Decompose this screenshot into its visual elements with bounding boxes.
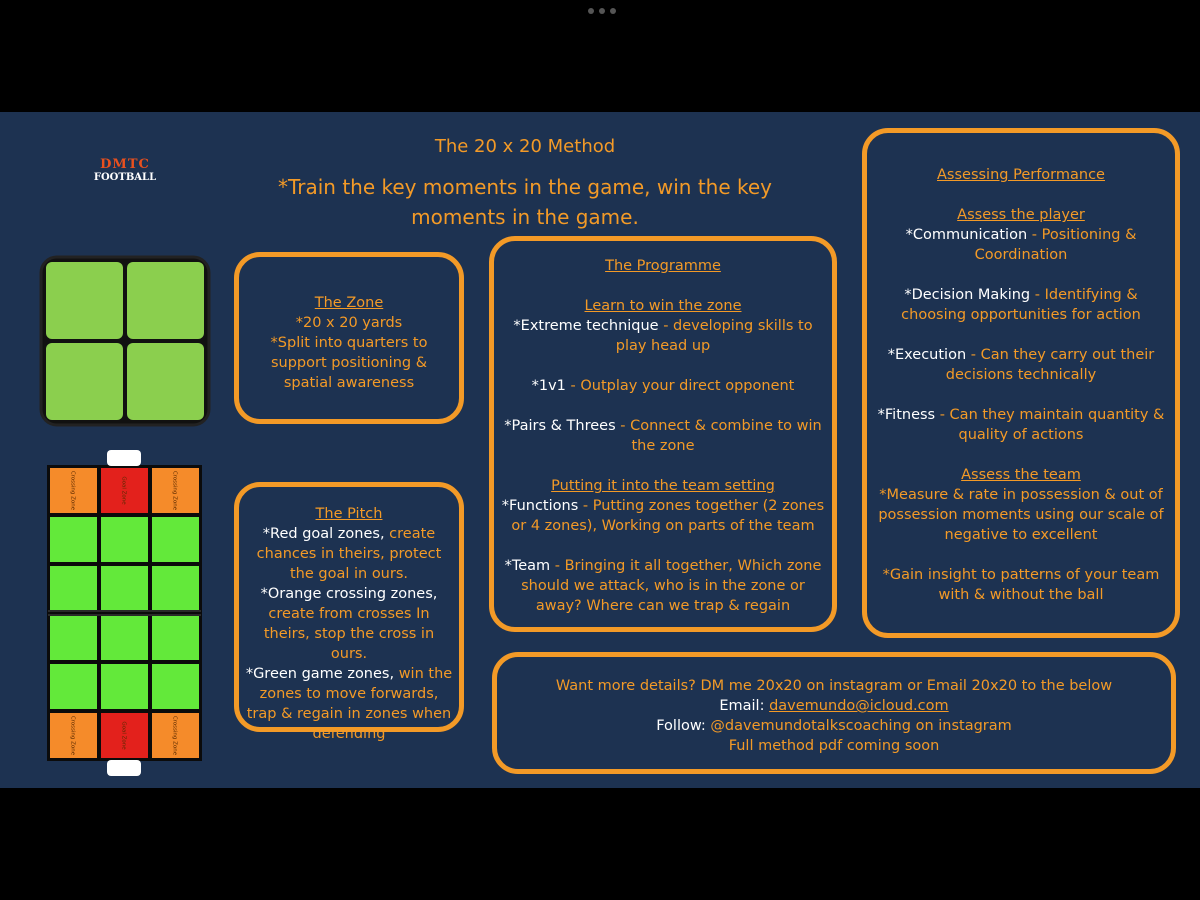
pdf-coming-soon: Full method pdf coming soon — [728, 738, 940, 754]
zone-panel: The Zone *20 x 20 yards *Split into quar… — [234, 252, 464, 424]
communication-desc: - Positioning & Coordination — [974, 227, 1137, 263]
execution-label: *Execution — [887, 347, 967, 363]
zone-heading: The Zone — [314, 295, 384, 311]
red-zone-label: *Red goal zones, — [262, 526, 385, 542]
contact-follow-line: Follow: @davemundotalkscoaching on insta… — [503, 716, 1165, 736]
technique-label: *Extreme technique — [513, 318, 659, 334]
green-zone-desc: win the zones to move forwards, trap & r… — [246, 666, 453, 742]
contact-email-line: Email: davemundo@icloud.com — [503, 696, 1165, 716]
follow-label: Follow: — [656, 718, 706, 734]
crossing-zone-cell — [50, 713, 97, 758]
game-zone-cell — [50, 517, 97, 562]
assess-team-subheading: Assess the team — [961, 467, 1081, 483]
crossing-zone-cell — [152, 713, 199, 758]
bottom-goal — [107, 760, 141, 776]
assess-item-execution: *Execution - Can they carry out their de… — [873, 345, 1169, 385]
assessing-panel: Assessing Performance Assess the player … — [862, 128, 1180, 638]
communication-label: *Communication — [905, 227, 1028, 243]
pitch-heading: The Pitch — [315, 506, 383, 522]
learn-zone-subheading: Learn to win the zone — [584, 298, 742, 314]
game-zone-cell — [101, 517, 148, 562]
game-zone-cell — [152, 566, 199, 611]
assess-player-subheading: Assess the player — [957, 207, 1085, 223]
logo-subtext: FOOTBALL — [93, 172, 157, 183]
programme-item-1v1: *1v1 - Outplay your direct opponent — [500, 376, 826, 396]
game-zone-cell — [152, 664, 199, 709]
decision-desc: - Identifying & choosing opportunities f… — [901, 287, 1141, 323]
game-zone-cell — [101, 615, 148, 660]
page-tagline: *Train the key moments in the game, win … — [277, 175, 773, 229]
fitness-desc: - Can they maintain quantity & quality o… — [939, 407, 1165, 443]
goal-zone-label: Goal Zone — [121, 476, 127, 505]
zone-size-text: *20 x 20 yards — [295, 315, 403, 331]
top-goal — [107, 450, 141, 466]
functions-desc: - Putting zones together (2 zones or 4 z… — [511, 498, 825, 534]
email-label: Email: — [719, 698, 765, 714]
game-zone-cell — [152, 517, 199, 562]
orange-zone-desc: create from crosses In theirs, stop the … — [263, 606, 435, 662]
game-zone-cell — [50, 664, 97, 709]
programme-item-technique: *Extreme technique - developing skills t… — [500, 316, 826, 356]
crossing-zone-label: Crossing Zone — [172, 471, 178, 511]
1v1-label: *1v1 — [531, 378, 566, 394]
pairs-desc: - Connect & combine to win the zone — [620, 418, 822, 454]
team-label: *Team — [504, 558, 551, 574]
zone-split-text: *Split into quarters to support position… — [270, 335, 428, 391]
game-zone-cell — [50, 566, 97, 611]
goal-zone-cell — [101, 468, 148, 513]
game-zone-cell — [101, 664, 148, 709]
execution-desc: - Can they carry out their decisions tec… — [945, 347, 1155, 383]
crossing-zone-cell — [152, 468, 199, 513]
orange-zone-label: *Orange crossing zones, — [260, 586, 438, 602]
window-menu-dots[interactable] — [588, 8, 616, 14]
game-zone-cell — [152, 615, 199, 660]
orange-zone-text: *Orange crossing zones, create from cros… — [245, 584, 453, 664]
zone-diagram — [39, 255, 211, 427]
pitch-outline — [47, 465, 202, 761]
programme-heading: The Programme — [605, 258, 721, 274]
functions-label: *Functions — [501, 498, 579, 514]
follow-handle: @davemundotalkscoaching on instagram — [710, 718, 1012, 734]
red-zone-desc: create chances in theirs, protect the go… — [256, 526, 442, 582]
assessing-heading: Assessing Performance — [937, 167, 1105, 183]
red-zone-text: *Red goal zones, create chances in their… — [245, 524, 453, 584]
assess-item-fitness: *Fitness - Can they maintain quantity & … — [873, 405, 1169, 445]
crossing-zone-label: Crossing Zone — [172, 716, 178, 756]
contact-panel: Want more details? DM me 20x20 on instag… — [492, 652, 1176, 774]
programme-item-functions: *Functions - Putting zones together (2 z… — [500, 496, 826, 536]
programme-panel: The Programme Learn to win the zone *Ext… — [489, 236, 837, 632]
dmtc-logo: DMTC FOOTBALL — [82, 158, 168, 184]
team-setting-subheading: Putting it into the team setting — [551, 478, 775, 494]
crossing-zone-cell — [50, 468, 97, 513]
goal-zone-label: Goal Zone — [121, 721, 127, 750]
email-link[interactable]: davemundo@icloud.com — [769, 698, 949, 714]
game-zone-cell — [50, 615, 97, 660]
technique-desc: - developing skills to play head up — [615, 318, 813, 354]
decision-label: *Decision Making — [904, 287, 1031, 303]
contact-intro: Want more details? DM me 20x20 on instag… — [555, 678, 1113, 694]
team-desc: - Bringing it all together, Which zone s… — [521, 558, 822, 614]
fitness-label: *Fitness — [877, 407, 936, 423]
assess-team-measure: *Measure & rate in possession & out of p… — [878, 487, 1164, 543]
game-zone-cell — [101, 566, 148, 611]
programme-item-team: *Team - Bringing it all together, Which … — [500, 556, 826, 616]
page-title: The 20 x 20 Method — [434, 136, 616, 157]
crossing-zone-label: Crossing Zone — [70, 471, 76, 511]
1v1-desc: - Outplay your direct opponent — [570, 378, 795, 394]
assess-item-communication: *Communication - Positioning & Coordinat… — [873, 225, 1169, 265]
logo-text: DMTC — [100, 157, 150, 172]
programme-item-pairs: *Pairs & Threes - Connect & combine to w… — [500, 416, 826, 456]
assess-team-insight: *Gain insight to patterns of your team w… — [882, 567, 1160, 603]
crossing-zone-label: Crossing Zone — [70, 716, 76, 756]
goal-zone-cell — [101, 713, 148, 758]
green-zone-label: *Green game zones, — [245, 666, 395, 682]
pairs-label: *Pairs & Threes — [504, 418, 616, 434]
green-zone-text: *Green game zones, win the zones to move… — [245, 664, 453, 744]
assess-item-decision: *Decision Making - Identifying & choosin… — [873, 285, 1169, 325]
pitch-panel: The Pitch *Red goal zones, create chance… — [234, 482, 464, 742]
